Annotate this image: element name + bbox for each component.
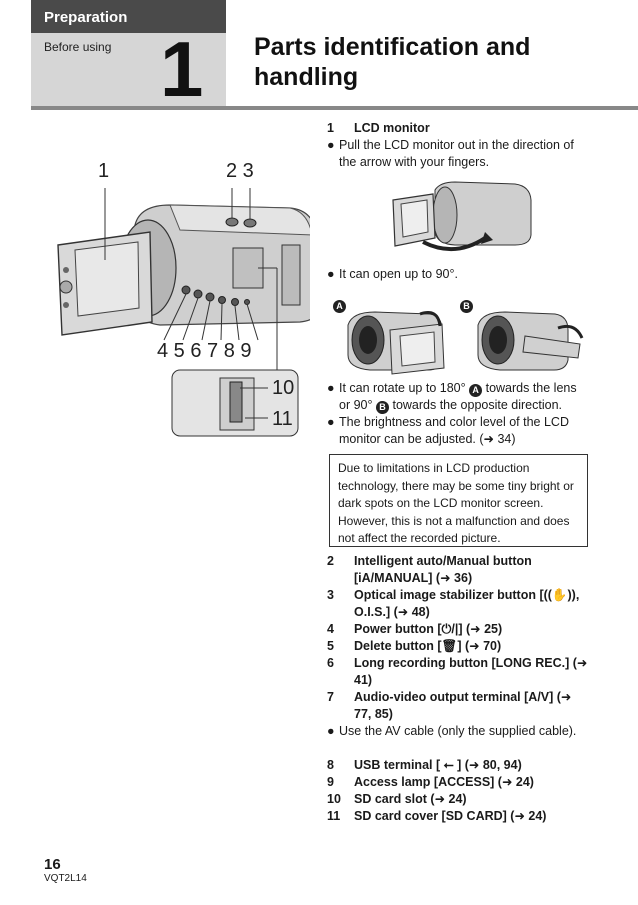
lcd-note-box: Due to limitations in LCD production tec…	[329, 454, 588, 547]
section-subtitle: Before using	[44, 40, 112, 54]
callout-11: 11	[272, 408, 293, 430]
lcd-bullet-rotate: ●It can rotate up to 180° A towards the …	[327, 381, 577, 414]
av-cable-bullet: ●Use the AV cable (only the supplied cab…	[327, 724, 577, 738]
callout-4-9: 4 5 6 7 8 9	[157, 340, 252, 362]
callout-1: 1	[98, 160, 110, 182]
doc-code: VQT2L14	[44, 873, 87, 884]
header-rule	[31, 106, 638, 110]
callout-10: 10	[272, 377, 295, 399]
lcd-open-illustration	[392, 181, 532, 252]
callout-2-3: 2 3	[226, 160, 254, 182]
label-b: B	[460, 295, 473, 313]
section-tab: Preparation	[31, 0, 226, 33]
page-title-line1: Parts identification and	[254, 33, 531, 61]
label-a: A	[333, 295, 346, 313]
lcd-bullet-90: ●It can open up to 90°.	[327, 267, 458, 281]
lcd-bullet-pull: ●Pull the LCD monitor out in the directi…	[327, 138, 574, 169]
lcd-rotate-illustration	[347, 311, 584, 375]
lcd-heading: 1 LCD monitor	[327, 121, 430, 135]
page-number: 16	[44, 856, 61, 873]
page-title-line2: handling	[254, 63, 359, 91]
lcd-bullet-brightness: ●The brightness and color level of the L…	[327, 415, 569, 446]
camcorder-illustration	[57, 188, 310, 437]
chapter-number: 1	[160, 25, 204, 113]
page-title: Parts identification and handling	[254, 32, 530, 92]
